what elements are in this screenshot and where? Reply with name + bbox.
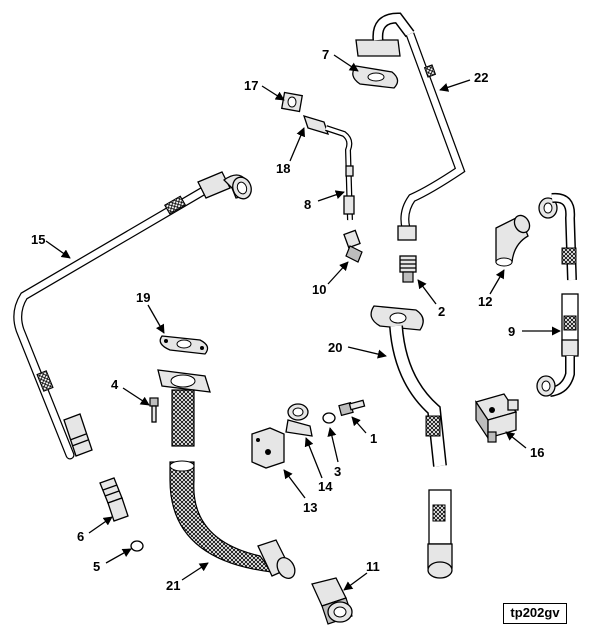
leader-6 xyxy=(88,516,113,534)
leader-lines xyxy=(45,54,561,591)
gasket-19 xyxy=(159,335,209,355)
tube-22 xyxy=(355,12,466,241)
figure-id-label: tp202gv xyxy=(503,603,567,624)
callout-labels: 1 2 3 4 5 6 7 8 9 10 11 12 13 14 15 16 1… xyxy=(31,47,544,593)
callout-22: 22 xyxy=(474,70,488,85)
elbow-12 xyxy=(495,214,531,267)
washer-3 xyxy=(322,412,336,424)
nut-17 xyxy=(280,91,304,113)
hose-assembly-9 xyxy=(536,192,579,397)
callout-13: 13 xyxy=(303,500,317,515)
leader-4 xyxy=(122,387,150,406)
block-fitting-16 xyxy=(474,393,519,443)
callout-6: 6 xyxy=(77,529,84,544)
leader-8 xyxy=(317,190,345,202)
corrugated-tube-21 xyxy=(157,369,296,579)
leader-1 xyxy=(351,416,367,434)
leader-12 xyxy=(489,269,505,295)
callout-21: 21 xyxy=(166,578,180,593)
leader-22 xyxy=(439,79,471,92)
leader-3 xyxy=(327,427,339,463)
o-ring-5 xyxy=(130,540,144,552)
leader-11 xyxy=(343,572,368,591)
callout-11: 11 xyxy=(366,559,380,574)
callout-14: 14 xyxy=(318,479,333,494)
leader-16 xyxy=(505,431,527,449)
leader-17 xyxy=(261,85,285,101)
callout-3: 3 xyxy=(334,464,341,479)
hose-assembly-15 xyxy=(13,171,252,460)
callout-19: 19 xyxy=(136,290,150,305)
connector-11 xyxy=(311,577,353,625)
bolt-1 xyxy=(338,399,366,417)
leader-2 xyxy=(417,279,437,305)
elbow-fitting-10 xyxy=(343,229,363,263)
callout-20: 20 xyxy=(328,340,342,355)
callout-9: 9 xyxy=(508,324,515,339)
callout-7: 7 xyxy=(322,47,329,62)
fitting-2 xyxy=(399,255,417,283)
leader-13 xyxy=(283,469,306,499)
callout-10: 10 xyxy=(312,282,326,297)
callout-18: 18 xyxy=(276,161,290,176)
leader-15 xyxy=(45,240,71,259)
callout-2: 2 xyxy=(438,304,445,319)
callout-4: 4 xyxy=(111,377,119,392)
leader-21 xyxy=(181,562,209,581)
callout-17: 17 xyxy=(244,78,258,93)
callout-8: 8 xyxy=(304,197,311,212)
callout-1: 1 xyxy=(370,431,377,446)
adapter-fitting-6 xyxy=(99,477,129,522)
leader-14 xyxy=(304,437,323,479)
callout-16: 16 xyxy=(530,445,544,460)
tube-20 xyxy=(370,305,453,579)
leader-10 xyxy=(327,261,349,285)
screw-4 xyxy=(149,397,159,423)
callout-5: 5 xyxy=(93,559,100,574)
clamp-14 xyxy=(285,403,313,437)
leader-7 xyxy=(333,54,359,72)
tube-assembly-8 xyxy=(302,115,355,221)
leader-19 xyxy=(147,304,165,334)
gasket-7 xyxy=(352,65,399,89)
callout-15: 15 xyxy=(31,232,45,247)
leader-5 xyxy=(105,548,132,564)
leader-20 xyxy=(347,346,387,359)
callout-12: 12 xyxy=(478,294,492,309)
leader-18 xyxy=(289,127,305,162)
bracket-13 xyxy=(251,427,285,469)
